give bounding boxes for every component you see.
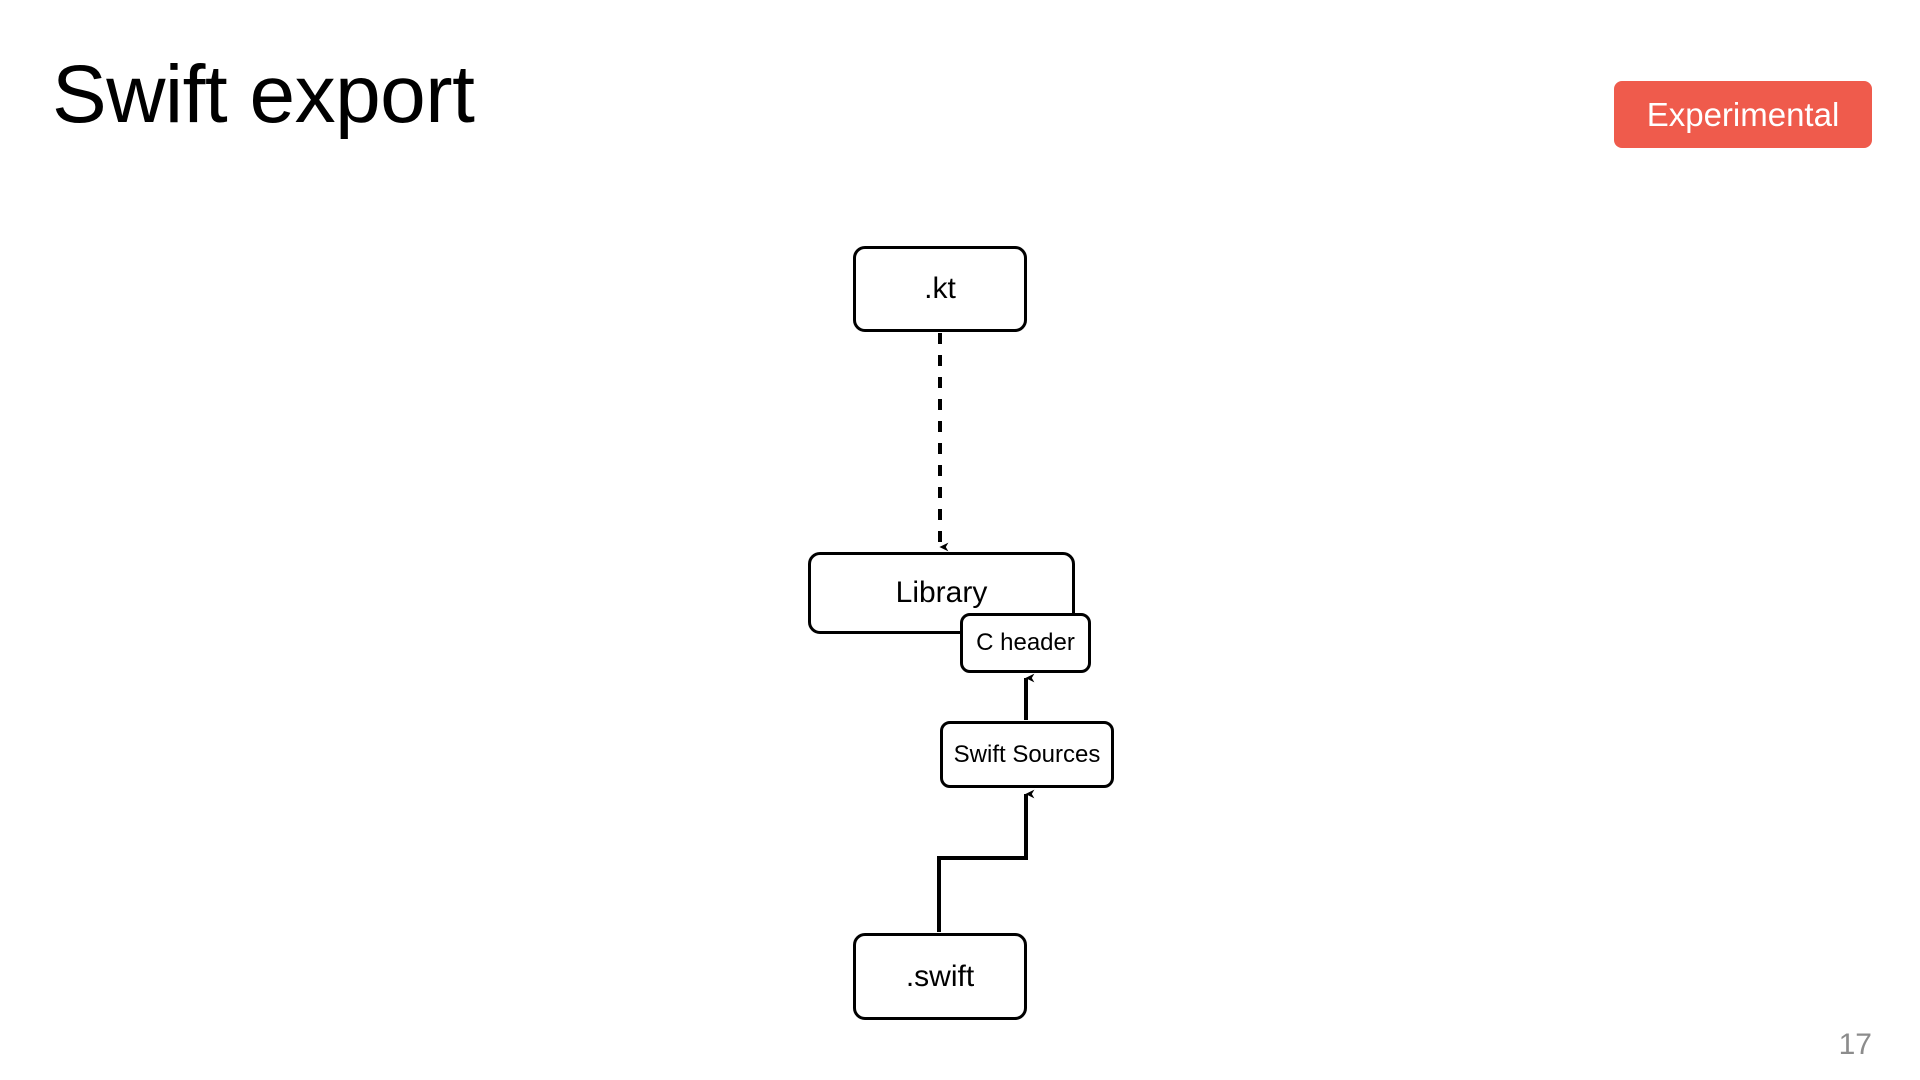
diagram-node-kt-label: .kt: [924, 272, 956, 305]
diagram-node-swift: .swift: [853, 933, 1027, 1020]
diagram-node-library-label: Library: [895, 576, 988, 609]
diagram-node-c-header-label: C header: [976, 629, 1075, 656]
diagram-node-swift-sources: Swift Sources: [940, 721, 1114, 788]
status-badge: Experimental: [1614, 81, 1872, 148]
diagram-node-c-header: C header: [960, 613, 1091, 673]
page-number: 17: [1838, 1028, 1872, 1061]
diagram-node-swift-label: .swift: [905, 959, 975, 993]
status-badge-label: Experimental: [1646, 96, 1840, 133]
page-title: Swift export: [52, 49, 475, 140]
edge-swift-to-swiftsources: [937, 789, 1035, 932]
diagram-node-kt: .kt: [853, 246, 1027, 332]
diagram-node-swift-sources-label: Swift Sources: [953, 740, 1101, 768]
